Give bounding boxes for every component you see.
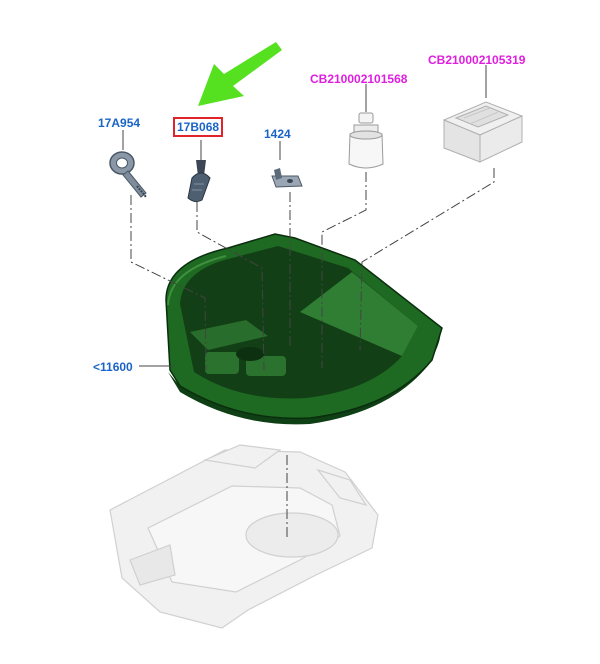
compressor-box-icon bbox=[442, 101, 524, 163]
spare-wheel-tray-icon bbox=[165, 233, 443, 425]
callout-cb210002105319[interactable]: CB210002105319 bbox=[428, 53, 526, 67]
callout-17b068[interactable]: 17B068 bbox=[173, 117, 224, 137]
tow-eye-icon bbox=[109, 151, 147, 198]
callout-cb210002101568[interactable]: CB210002101568 bbox=[310, 72, 408, 86]
bracket-icon bbox=[271, 168, 303, 188]
jack-handle-icon bbox=[187, 160, 211, 203]
callout-17a954[interactable]: 17A954 bbox=[98, 116, 141, 130]
callout-1424[interactable]: 1424 bbox=[264, 127, 291, 141]
sealant-bottle-icon bbox=[348, 112, 384, 169]
leader-lines bbox=[130, 168, 495, 540]
green-pointer-arrow-icon bbox=[198, 42, 282, 106]
vehicle-floor-pan-icon bbox=[109, 444, 379, 629]
callout-11600[interactable]: <11600 bbox=[93, 360, 133, 374]
